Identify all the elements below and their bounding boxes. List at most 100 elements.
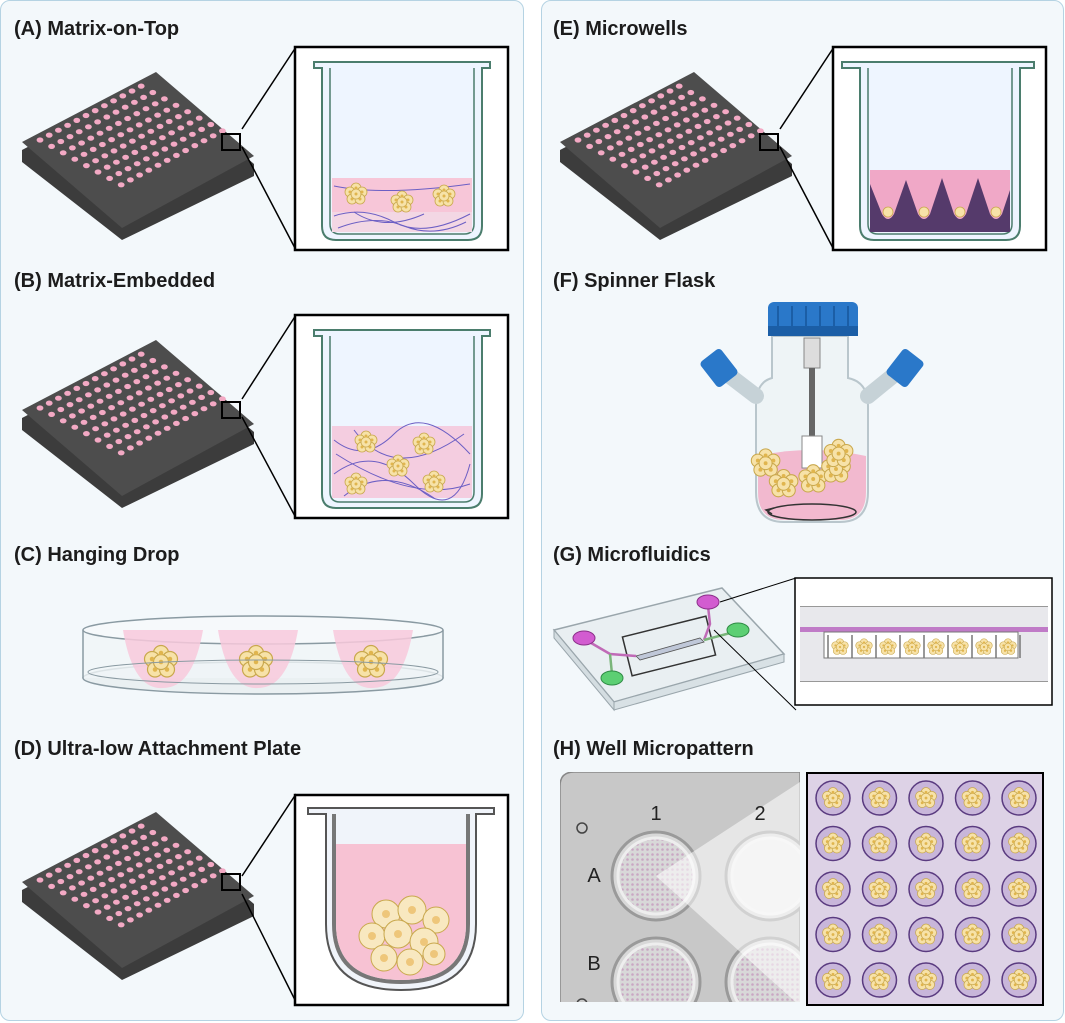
well-dot — [195, 383, 203, 389]
well-dot — [175, 114, 182, 120]
well-dot — [94, 909, 102, 915]
well-dot — [648, 148, 656, 154]
well-dot — [103, 904, 111, 910]
well-dot — [632, 169, 640, 175]
well-dot — [108, 877, 115, 883]
well-dot — [163, 375, 171, 381]
well-dot — [143, 424, 150, 430]
well-dot — [701, 107, 709, 113]
well-dot — [655, 182, 663, 188]
well-dot — [103, 164, 111, 170]
label-c: (C) Hanging Drop — [14, 544, 180, 566]
well-dot — [209, 873, 217, 879]
well-dot — [66, 874, 74, 880]
well-dot — [140, 94, 147, 100]
well-dot — [715, 125, 723, 131]
well-dot — [666, 88, 674, 94]
well-dot — [106, 443, 113, 449]
well-dot — [45, 132, 53, 138]
well-dot — [163, 847, 171, 853]
well-dot — [133, 161, 141, 167]
label-g: (G) Microfluidics — [553, 544, 711, 566]
well-dot — [122, 894, 129, 900]
well-dot — [140, 144, 148, 151]
well-dot — [110, 416, 118, 422]
well-dot — [607, 145, 614, 151]
well-dot — [87, 875, 95, 881]
well-dot — [140, 884, 148, 891]
well-dot — [145, 117, 152, 123]
well-dot — [179, 876, 187, 882]
well-dot — [172, 370, 180, 376]
microfluidic-chip — [552, 587, 786, 712]
well-dot — [131, 417, 139, 423]
well-dot — [161, 146, 169, 152]
well-dot — [613, 129, 621, 135]
well-dot — [690, 151, 697, 157]
well-dot — [101, 153, 109, 159]
well-dot — [115, 438, 123, 445]
inset-matrix-embedded — [293, 313, 510, 520]
well-dot — [152, 151, 160, 157]
well-dot — [136, 172, 143, 178]
well-dot — [736, 126, 743, 132]
well-dot — [173, 420, 180, 426]
well-dot — [101, 371, 108, 377]
well-dot — [711, 152, 718, 158]
well-dot — [108, 137, 115, 143]
well-dot — [184, 377, 192, 383]
well-dot — [639, 153, 647, 159]
well-dot — [147, 868, 155, 874]
well-dot — [697, 135, 704, 141]
well-dot — [80, 151, 88, 157]
well-dot — [179, 136, 187, 142]
well-dot — [36, 405, 44, 411]
well-dot — [168, 870, 176, 876]
well-dot — [717, 136, 725, 142]
well-dot — [117, 182, 125, 188]
well-dot — [159, 403, 166, 409]
well-dot — [36, 137, 44, 143]
well-dot — [161, 96, 168, 102]
label-e: (E) Microwells — [553, 18, 688, 40]
well-dot — [85, 124, 92, 130]
well-dot — [659, 104, 667, 110]
zoom-lines-d — [241, 793, 297, 1003]
well-dot — [80, 419, 88, 425]
well-dot — [92, 426, 99, 432]
well-dot — [161, 414, 169, 420]
well-dot — [200, 138, 208, 144]
well-dot — [83, 163, 90, 169]
inset-microwells — [831, 45, 1048, 252]
well-dot — [128, 356, 136, 362]
well-dot — [73, 117, 81, 123]
well-dot — [681, 156, 688, 162]
well-dot — [92, 898, 99, 904]
well-dot — [78, 408, 85, 414]
well-dot — [172, 102, 180, 108]
well-dot — [142, 374, 150, 380]
well-dot — [678, 144, 686, 151]
well-dot — [646, 137, 653, 143]
well-dot — [653, 170, 661, 177]
well-dot — [138, 401, 145, 407]
well-dot — [738, 138, 746, 144]
well-dot — [720, 147, 727, 154]
well-dot — [207, 121, 215, 128]
well-dot — [85, 864, 92, 870]
well-dot — [198, 126, 206, 132]
well-dot — [78, 140, 85, 146]
label-d: (D) Ultra-low Attachment Plate — [14, 738, 302, 760]
well-dot — [59, 418, 67, 424]
well-dot — [115, 388, 122, 394]
well-dot — [135, 122, 143, 128]
well-dot — [129, 138, 136, 144]
label-b: (B) Matrix-Embedded — [14, 270, 216, 292]
well-dot — [151, 841, 159, 847]
well-dot — [685, 128, 693, 134]
well-dot — [665, 177, 672, 183]
well-dot — [124, 115, 131, 122]
label-f: (F) Spinner Flask — [553, 270, 716, 292]
well-dot — [115, 860, 122, 866]
well-dot — [593, 127, 600, 133]
